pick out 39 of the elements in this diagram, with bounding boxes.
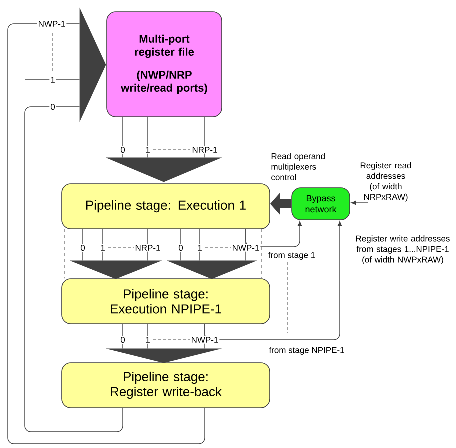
edge-label: from stage NPIPE-1: [268, 346, 346, 356]
edge-label: 1: [196, 244, 204, 252]
edge-label: 1: [144, 336, 152, 344]
connector-line: [180, 229, 182, 262]
multiplexer: [166, 260, 258, 280]
edge-label: Read operand multiplexers control: [272, 153, 325, 180]
connector-line: [122, 117, 124, 158]
connector-line: [8, 24, 206, 444]
edge-label: 0: [120, 146, 126, 154]
connector-line: [24, 106, 124, 432]
edge-label: 0: [80, 244, 86, 252]
multiplexer: [106, 348, 222, 364]
connector-line: [122, 324, 124, 350]
edge-label: NWP-1: [231, 244, 261, 252]
multiplexer: [70, 260, 162, 280]
edge-label: 1: [50, 76, 56, 84]
edge-label: 0: [178, 244, 184, 252]
text-label: Register write addresses from stages 1...NPIPE-1 (of width NWPxRAW): [356, 236, 450, 264]
arrow: [204, 221, 342, 340]
edge-label: 1: [100, 244, 106, 252]
edge-label: NWP-1: [37, 20, 67, 28]
connector-line: [82, 229, 84, 262]
multiplexer: [80, 8, 106, 122]
edge-label: 0: [120, 336, 126, 344]
pipeline-stage-box: Pipeline stage: Execution NPIPE-1: [62, 278, 270, 324]
edge-label: 0: [50, 103, 56, 112]
edge-label: NWP-1: [190, 336, 220, 344]
connector-line: [64, 229, 66, 279]
pipeline-stage-box: Pipeline stage: Execution 1: [62, 184, 270, 230]
edge-label: 1: [144, 146, 152, 154]
edge-label: NRP-1: [191, 146, 219, 154]
multiplexer: [106, 158, 222, 182]
arrow: [351, 200, 368, 206]
text-label: Register read addresses (of width NRPxRAW): [360, 162, 412, 202]
edge-label: from stage 1: [267, 251, 317, 261]
register-file-box: Multi-port register file (NWP/NRP write/read ports): [106, 12, 222, 118]
pipeline-stage-box: Pipeline stage: Register write-back: [62, 362, 270, 408]
edge-label: NRP-1: [134, 244, 162, 252]
bypass-network-box: Bypass network: [292, 188, 350, 220]
